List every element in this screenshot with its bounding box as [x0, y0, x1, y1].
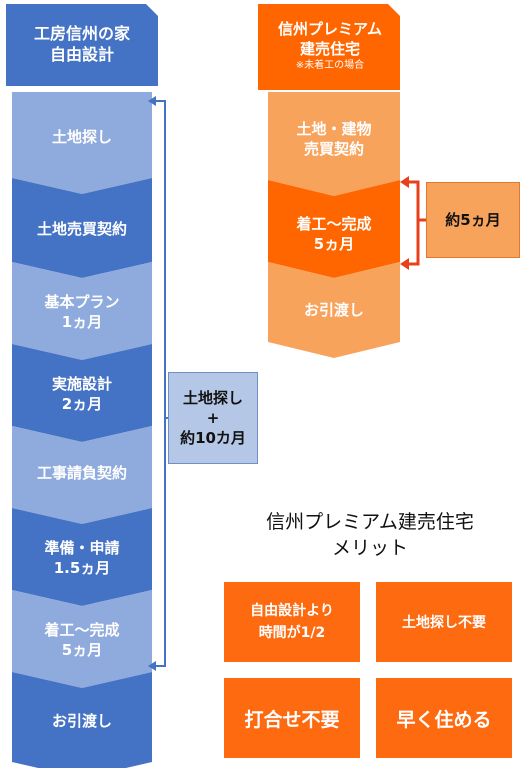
right-header-line1: 信州プレミアム: [278, 20, 382, 38]
right-step-label2: 売買契約: [303, 140, 364, 158]
right-step-label: お引渡し: [303, 300, 364, 319]
left-step-construction: 着工～完成 5ヵ月: [12, 614, 152, 666]
right-bracket-arrow-top: [400, 176, 409, 188]
left-step-detail-design: 実施設計 2ヵ月: [12, 368, 152, 420]
merit-time-half: 自由設計より 時間が1/2: [224, 582, 360, 662]
left-step-duration: 1.5ヵ月: [53, 559, 111, 577]
merit-line2: 時間が1/2: [258, 625, 326, 641]
right-duration-note: 約5ヵ月: [426, 182, 520, 258]
left-step-label: 土地探し: [51, 127, 112, 146]
right-header-line2: 建売住宅: [299, 39, 360, 58]
left-step-basic-plan: 基本プラン 1ヵ月: [12, 286, 152, 338]
left-step-label: 基本プラン: [44, 292, 120, 311]
left-duration-note: 土地探し + 約10カ月: [168, 372, 258, 464]
right-step-handover: お引渡し: [268, 286, 400, 334]
merit-line1: 早く住める: [396, 708, 492, 731]
right-step-duration: 5ヵ月: [313, 235, 355, 253]
merit-line1: 自由設計より: [250, 602, 334, 619]
merits-title-line1: 信州プレミアム建売住宅: [266, 511, 474, 533]
right-header: 信州プレミアム 建売住宅 ※未着工の場合: [260, 4, 400, 88]
left-header-line2: 自由設計: [49, 45, 114, 64]
right-step-label: 着工～完成: [296, 214, 372, 233]
left-note-line1: 土地探し: [182, 388, 243, 407]
left-header-line1: 工房信州の家: [33, 24, 130, 44]
left-step-construction-contract: 工事請負契約: [12, 448, 152, 498]
left-step-label: 土地売買契約: [36, 219, 127, 238]
right-header-sub: ※未着工の場合: [295, 60, 365, 71]
left-step-label: 実施設計: [51, 374, 112, 393]
left-step-duration: 2ヵ月: [61, 395, 103, 413]
left-header: 工房信州の家 自由設計: [6, 4, 158, 86]
right-step-sales-contract: 土地・建物 売買契約: [268, 112, 400, 166]
left-note-line2: +: [206, 408, 220, 427]
right-bracket-line: [404, 180, 420, 266]
left-note-line3: 約10カ月: [180, 429, 246, 448]
left-bracket-arrow-top: [148, 96, 156, 106]
right-step-construction: 着工～完成 5ヵ月: [268, 208, 400, 260]
merit-line1: 打合せ不要: [244, 708, 340, 731]
left-bracket-line: [152, 100, 166, 667]
merits-title: 信州プレミアム建売住宅 メリット: [222, 510, 518, 561]
left-step-label: 準備・申請: [44, 538, 120, 557]
left-step-duration: 1ヵ月: [61, 313, 103, 331]
left-step-land-contract: 土地売買契約: [12, 204, 152, 254]
right-step-label: 土地・建物: [296, 119, 372, 138]
merits-title-line2: メリット: [331, 536, 408, 559]
merit-line1: 土地探し不要: [402, 615, 486, 631]
merit-no-land-search: 土地探し不要: [376, 582, 512, 662]
left-step-preparation: 準備・申請 1.5ヵ月: [12, 532, 152, 584]
right-note-text: 約5ヵ月: [445, 210, 501, 229]
right-bracket-arrow-bottom: [400, 258, 409, 270]
merit-move-in-sooner: 早く住める: [376, 678, 512, 758]
merit-no-meetings: 打合せ不要: [224, 678, 360, 758]
left-step-label: お引渡し: [51, 711, 112, 730]
left-step-handover: お引渡し: [12, 696, 152, 746]
left-step-land-search: 土地探し: [12, 112, 152, 162]
left-step-label: 着工～完成: [44, 620, 120, 639]
left-step-duration: 5ヵ月: [61, 641, 103, 659]
left-step-label: 工事請負契約: [36, 463, 127, 482]
